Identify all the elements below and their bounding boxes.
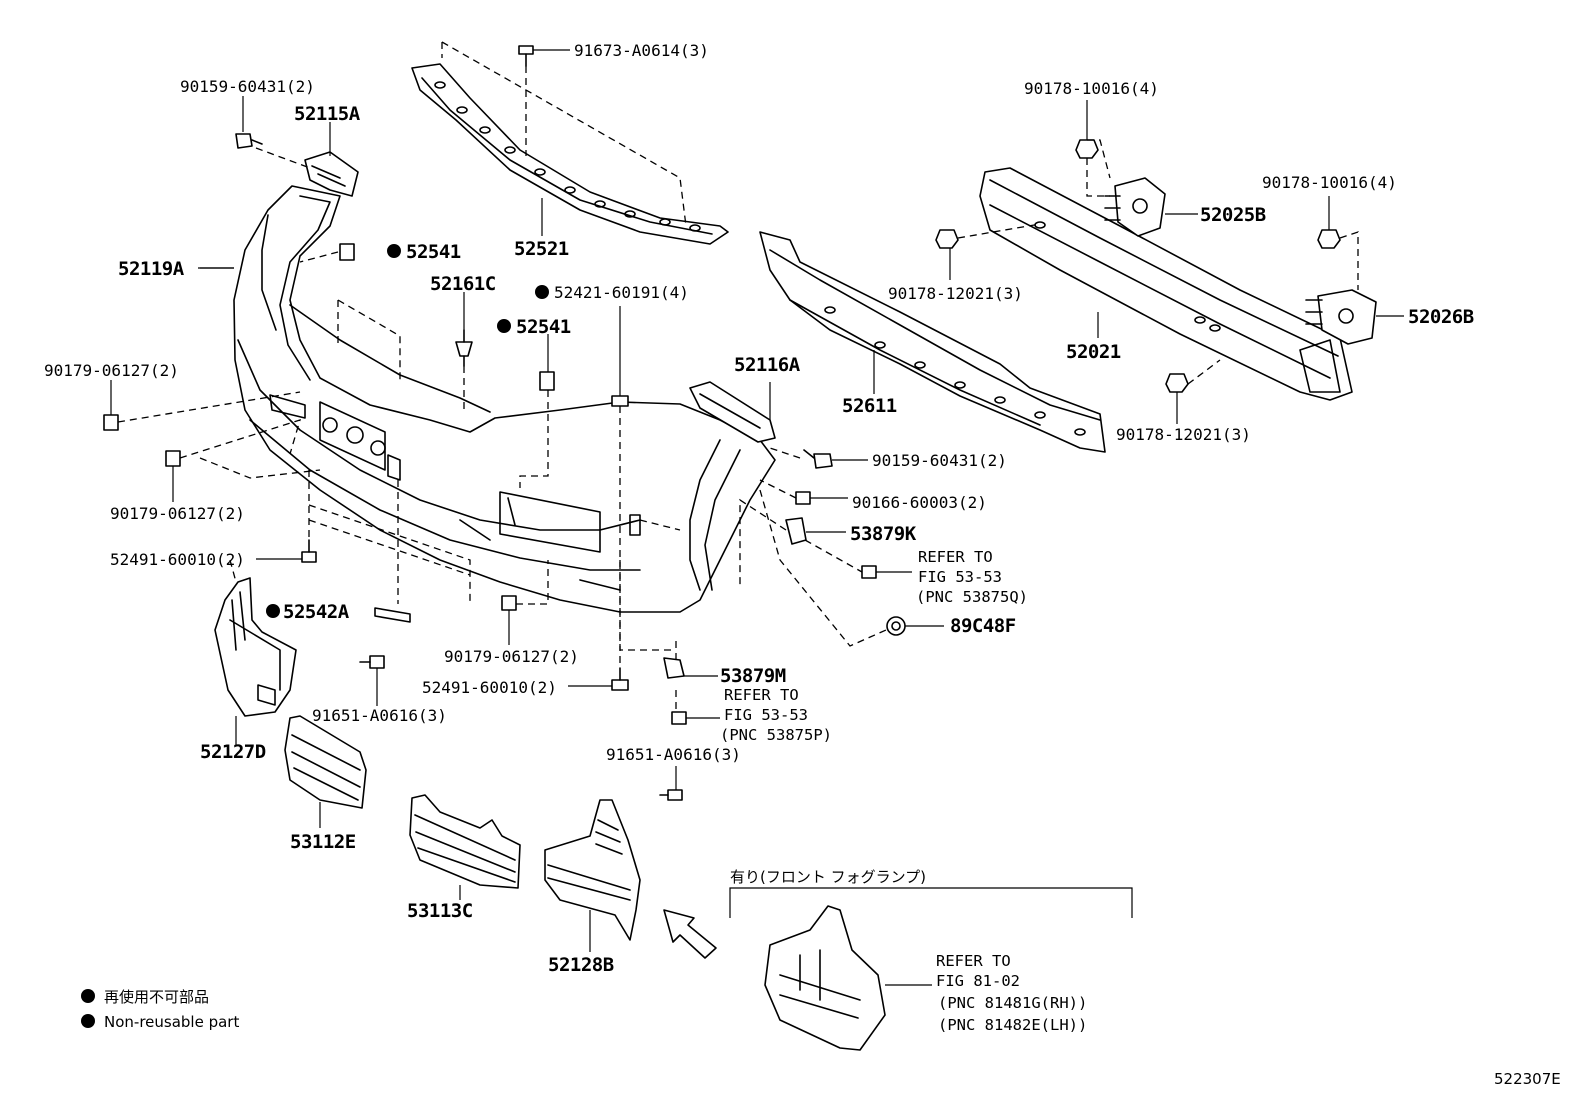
option-frame <box>729 887 1133 918</box>
label-90178-c: 90178-10016(4) <box>1262 173 1397 192</box>
fog-lamp-bracket <box>764 905 886 1051</box>
assembly-lines <box>117 41 1359 712</box>
refer-m-line1: REFER TO <box>724 686 799 704</box>
non-reusable-marker <box>497 319 511 333</box>
label-90178-a: 90178-10016(4) <box>1024 79 1159 98</box>
label-53879M: 53879M <box>720 665 786 687</box>
grille-53113C <box>409 794 521 889</box>
label-52021: 52021 <box>1066 341 1121 363</box>
non-reusable-marker <box>535 285 549 299</box>
absorber-52611 <box>759 231 1106 453</box>
reinforcement-52021 <box>979 167 1353 401</box>
direction-arrow <box>663 909 717 959</box>
label-90166: 90166-60003(2) <box>852 493 987 512</box>
refer-fog-line1: REFER TO <box>936 952 1011 970</box>
legend-jp: 再使用不可部品 <box>104 988 209 1006</box>
label-52115A: 52115A <box>294 103 361 125</box>
refer-k-line2: FIG 53-53 <box>918 568 1002 586</box>
bracket-52025B <box>1104 177 1166 237</box>
label-90179-a: 90179-06127(2) <box>44 361 179 380</box>
fog-option-label: 有り(フロント フォグランプ) <box>730 868 926 886</box>
bracket-52115A <box>304 151 359 197</box>
label-91651-a: 91651-A0616(3) <box>312 706 447 725</box>
refer-m-line2: FIG 53-53 <box>724 706 808 724</box>
bumper-cover-52119A <box>233 185 776 613</box>
label-52119A: 52119A <box>118 258 185 280</box>
grille-53112E <box>284 715 367 809</box>
label-90179-b: 90179-06127(2) <box>110 504 245 523</box>
label-52116A: 52116A <box>734 354 801 376</box>
legend-dot-jp <box>81 989 95 1003</box>
label-52611: 52611 <box>842 395 897 417</box>
label-90159-b: 90159-60431(2) <box>872 451 1007 470</box>
label-52025B: 52025B <box>1200 204 1266 226</box>
label-91673: 91673-A0614(3) <box>574 41 709 60</box>
label-53879K: 53879K <box>850 523 917 545</box>
label-90179-c: 90179-06127(2) <box>444 647 579 666</box>
refer-k-line1: REFER TO <box>918 548 993 566</box>
label-52491-a: 52491-60010(2) <box>110 550 245 569</box>
label-52541-a: 52541 <box>406 241 461 263</box>
refer-fog-line3: (PNC 81481G(RH)) <box>938 994 1087 1012</box>
refer-fog-line2: FIG 81-02 <box>936 972 1020 990</box>
label-89C48F: 89C48F <box>950 615 1016 637</box>
refer-k-line3: (PNC 53875Q) <box>916 588 1028 606</box>
leader-lines <box>110 49 1404 986</box>
non-reusable-marker <box>387 244 401 258</box>
non-reusable-marker <box>266 604 280 618</box>
legend-dot-en <box>81 1014 95 1028</box>
retainer-52521 <box>411 63 729 245</box>
labels: 91673-A0614(3) 90159-60431(2) 52115A 521… <box>44 41 1561 1088</box>
refer-fog-line4: (PNC 81482E(LH)) <box>938 1016 1087 1034</box>
label-52128B: 52128B <box>548 954 614 976</box>
label-52026B: 52026B <box>1408 306 1474 328</box>
label-52542A: 52542A <box>283 601 350 623</box>
label-52161C: 52161C <box>430 273 496 295</box>
label-53112E: 53112E <box>290 831 356 853</box>
label-52521: 52521 <box>514 238 569 260</box>
label-53113C: 53113C <box>407 900 473 922</box>
refer-m-line3: (PNC 53875P) <box>720 726 832 744</box>
label-91651-b: 91651-A0616(3) <box>606 745 741 764</box>
label-52421: 52421-60191(4) <box>554 283 689 302</box>
label-90159-a: 90159-60431(2) <box>180 77 315 96</box>
legend-en: Non-reusable part <box>104 1013 239 1031</box>
bracket-52116A <box>689 381 776 443</box>
bezel-52128B <box>544 799 641 941</box>
label-52541-b: 52541 <box>516 316 571 338</box>
figure-code: 522307E <box>1494 1070 1561 1088</box>
label-90178-b: 90178-12021(3) <box>888 284 1023 303</box>
bracket-52127D <box>214 577 297 717</box>
label-52127D: 52127D <box>200 741 266 763</box>
bracket-52026B <box>1305 289 1377 345</box>
label-52491-b: 52491-60010(2) <box>422 678 557 697</box>
label-90178-d: 90178-12021(3) <box>1116 425 1251 444</box>
